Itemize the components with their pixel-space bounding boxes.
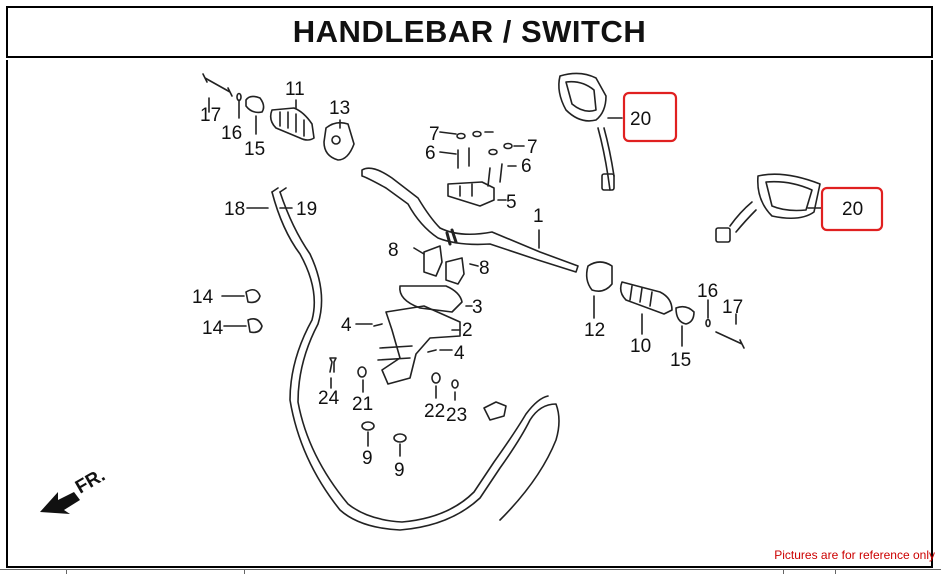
label-13: 13	[329, 98, 350, 119]
grid-line-bottom	[0, 569, 941, 570]
label-16a: 16	[221, 123, 242, 144]
label-20b: 20	[842, 199, 863, 220]
label-9a: 9	[362, 448, 373, 469]
label-17a: 17	[200, 105, 221, 126]
label-20a: 20	[630, 109, 651, 130]
bar-end-right	[675, 305, 695, 325]
title-box: HANDLEBAR / SWITCH	[6, 6, 933, 58]
label-1: 1	[533, 206, 544, 227]
label-14b: 14	[202, 318, 224, 339]
label-5: 5	[506, 192, 517, 213]
label-12: 12	[584, 320, 605, 341]
highlight-box-20-right	[820, 186, 884, 232]
label-6b: 6	[521, 156, 532, 177]
label-14a: 14	[192, 287, 214, 308]
grid-line-v1	[66, 569, 67, 574]
grid-line-v2	[244, 569, 245, 574]
bolt-17-right	[715, 331, 745, 349]
bar-end-left	[245, 95, 265, 114]
reference-note: Pictures are for reference only	[774, 548, 935, 562]
grip-right	[619, 281, 673, 315]
riser-right	[445, 257, 465, 285]
throttle-cables	[271, 191, 560, 531]
highlight-box-20-left	[622, 91, 678, 143]
clip-14-lower	[247, 318, 263, 334]
switch-right	[585, 261, 613, 292]
clip-14-upper	[245, 288, 261, 304]
label-8b: 8	[479, 258, 490, 279]
label-19: 19	[296, 199, 317, 220]
label-22: 22	[424, 401, 445, 422]
label-16b: 16	[697, 281, 718, 302]
label-7a: 7	[429, 124, 440, 145]
grip-left	[269, 107, 315, 141]
grid-line-v4	[835, 569, 836, 574]
diagram-area	[6, 60, 933, 568]
label-10: 10	[630, 336, 651, 357]
label-4a: 4	[341, 315, 352, 336]
label-2: 2	[462, 320, 473, 341]
label-18: 18	[224, 199, 245, 220]
label-9b: 9	[394, 460, 405, 481]
mirror-right	[756, 173, 821, 220]
label-7b: 7	[527, 137, 538, 158]
lower-bracket	[381, 305, 461, 385]
fr-label: FR.	[72, 465, 109, 498]
upper-holder	[447, 181, 495, 207]
riser-cover	[399, 285, 463, 313]
grid-line-v3	[783, 569, 784, 574]
bolt-17-left	[202, 73, 233, 97]
label-11: 11	[285, 79, 305, 100]
front-direction-arrow: FR.	[40, 465, 109, 514]
label-3: 3	[472, 297, 483, 318]
label-4b: 4	[454, 343, 465, 364]
label-8a: 8	[388, 240, 399, 261]
switch-left	[323, 121, 355, 161]
handlebar	[361, 167, 579, 273]
label-21: 21	[352, 394, 373, 415]
page-title: HANDLEBAR / SWITCH	[292, 14, 647, 49]
riser-left	[423, 245, 443, 277]
mirror-left	[558, 72, 607, 122]
label-24: 24	[318, 388, 340, 409]
label-6a: 6	[425, 143, 436, 164]
label-15b: 15	[670, 350, 691, 371]
label-23: 23	[446, 405, 467, 426]
label-17b: 17	[722, 297, 743, 318]
label-15a: 15	[244, 139, 265, 160]
